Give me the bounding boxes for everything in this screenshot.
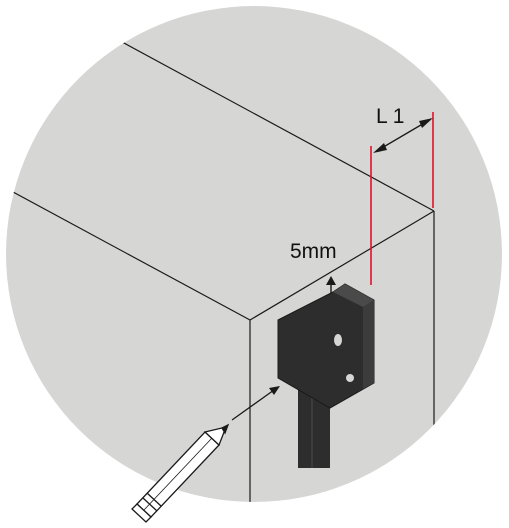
gap-label: 5mm — [290, 240, 337, 263]
cabinet-top-front-edge — [249, 210, 435, 321]
marking-arrow — [231, 386, 280, 421]
cabinet-top-back-edge — [99, 29, 435, 212]
l1-dimension-arrow — [373, 118, 433, 153]
background-circle — [6, 6, 502, 502]
mounting-bracket-icon — [277, 283, 375, 468]
cabinet-drawing — [6, 29, 435, 502]
l1-label: L 1 — [376, 105, 404, 128]
pencil-icon — [131, 423, 230, 523]
cabinet-top-left-edge — [6, 184, 251, 321]
